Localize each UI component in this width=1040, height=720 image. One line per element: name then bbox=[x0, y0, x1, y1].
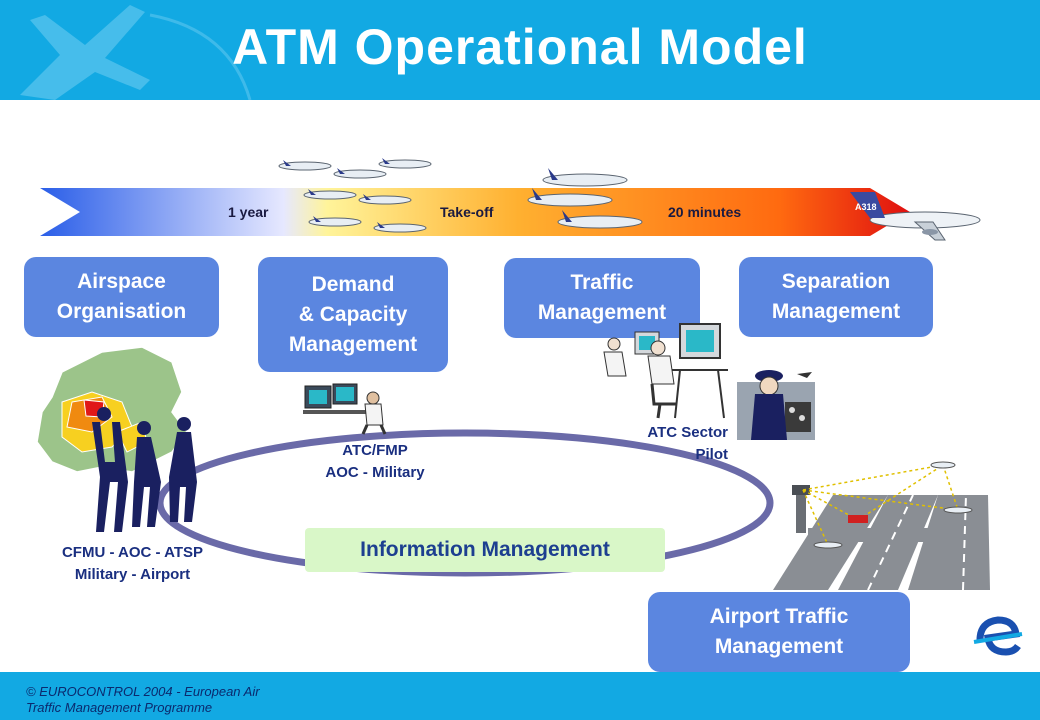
timeline-arrow bbox=[40, 188, 910, 236]
cfmu-actors-label: CFMU - AOC - ATSP Military - Airport bbox=[61, 544, 204, 583]
traffic-management-box: Traffic Management bbox=[504, 258, 700, 338]
airspace-organisation-box: Airspace Organisation bbox=[24, 257, 219, 337]
aircraft-a318-tactical: A318 bbox=[850, 192, 981, 241]
airspace-organisation-label: Airspace Organisation bbox=[56, 270, 187, 323]
demand-capacity-management-box: Demand & Capacity Management bbox=[258, 257, 448, 372]
atc-sector-illustration bbox=[603, 323, 728, 419]
europe-map-illustration bbox=[36, 346, 197, 532]
timeline-marker-takeoff: Take-off bbox=[440, 204, 494, 220]
eurocontrol-logo-icon bbox=[970, 610, 1026, 666]
separation-management-label: Separation Management bbox=[771, 270, 901, 323]
airport-illustration bbox=[773, 461, 990, 591]
atc-sector-pilot-label: ATC Sector Pilot bbox=[647, 424, 728, 463]
pilot-cockpit-illustration bbox=[737, 370, 815, 440]
atc-fmp-label: ATC/FMP AOC - Military bbox=[325, 442, 425, 481]
information-management-label: Information Management bbox=[360, 538, 610, 561]
traffic-management-label: Traffic Management bbox=[537, 271, 667, 324]
airplane-watermark-icon bbox=[20, 5, 252, 100]
copyright-text: © EUROCONTROL 2004 - European Air Traffi… bbox=[26, 684, 260, 715]
page-title: ATM Operational Model bbox=[232, 19, 808, 75]
information-ring bbox=[156, 429, 774, 577]
information-management-box: Information Management bbox=[305, 528, 665, 572]
aircraft-livery-text: A318 bbox=[855, 202, 877, 212]
atc-fmp-workstation-illustration bbox=[303, 383, 387, 435]
airport-traffic-management-box: Airport Traffic Management bbox=[648, 592, 910, 672]
timeline-marker-1-year: 1 year bbox=[228, 204, 269, 220]
separation-management-box: Separation Management bbox=[739, 257, 933, 337]
timeline-marker-20-minutes: 20 minutes bbox=[668, 204, 742, 220]
airport-traffic-label: Airport Traffic Management bbox=[709, 605, 849, 658]
aircraft-cluster-strategic bbox=[278, 158, 432, 233]
demand-capacity-label: Demand & Capacity Management bbox=[288, 272, 418, 356]
aircraft-cluster-pretactical bbox=[527, 168, 643, 229]
header-bar: ATM Operational Model bbox=[0, 0, 1040, 100]
footer-bar: © EUROCONTROL 2004 - European Air Traffi… bbox=[0, 672, 1040, 720]
